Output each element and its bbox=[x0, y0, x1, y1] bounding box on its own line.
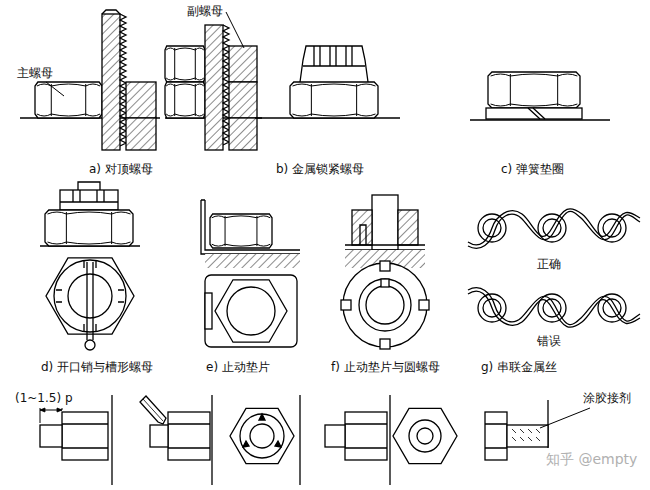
spring-washer-figure bbox=[470, 72, 610, 120]
part-label: 涂胶接剂 bbox=[582, 391, 632, 405]
jam-nut-figure bbox=[20, 10, 160, 150]
state-label: 错误 bbox=[536, 334, 562, 348]
part-label: 副螺母 bbox=[186, 4, 224, 18]
figure-caption: a) 对顶螺母 bbox=[88, 162, 154, 176]
part-label: 主螺母 bbox=[16, 66, 54, 80]
lock-nut-figure bbox=[255, 46, 400, 118]
adhesive-lock-figure bbox=[485, 400, 590, 460]
wire-figure bbox=[468, 209, 640, 328]
punch-lock-figure bbox=[325, 395, 457, 485]
tab-washer-figure bbox=[201, 200, 300, 347]
punch-lock-figure bbox=[140, 395, 300, 485]
state-label: 正确 bbox=[536, 257, 562, 271]
watermark: 知乎 @empty bbox=[545, 452, 638, 466]
jam-nut-figure bbox=[165, 12, 262, 150]
punch-lock-figure bbox=[40, 395, 112, 485]
figure-caption: e) 止动垫片 bbox=[205, 360, 271, 374]
figure-caption: c) 弹簧垫圈 bbox=[500, 162, 565, 176]
round-nut-figure bbox=[341, 195, 429, 349]
figure-caption: g) 串联金属丝 bbox=[480, 360, 558, 374]
figure-caption: b) 金属锁紧螺母 bbox=[275, 162, 365, 176]
dimension-label: (1~1.5) p bbox=[14, 391, 74, 405]
figure-caption: f) 止动垫片与圆螺母 bbox=[330, 360, 441, 374]
figure-caption: d) 开口销与槽形螺母 bbox=[40, 360, 154, 374]
castle-nut-figure bbox=[40, 182, 140, 350]
